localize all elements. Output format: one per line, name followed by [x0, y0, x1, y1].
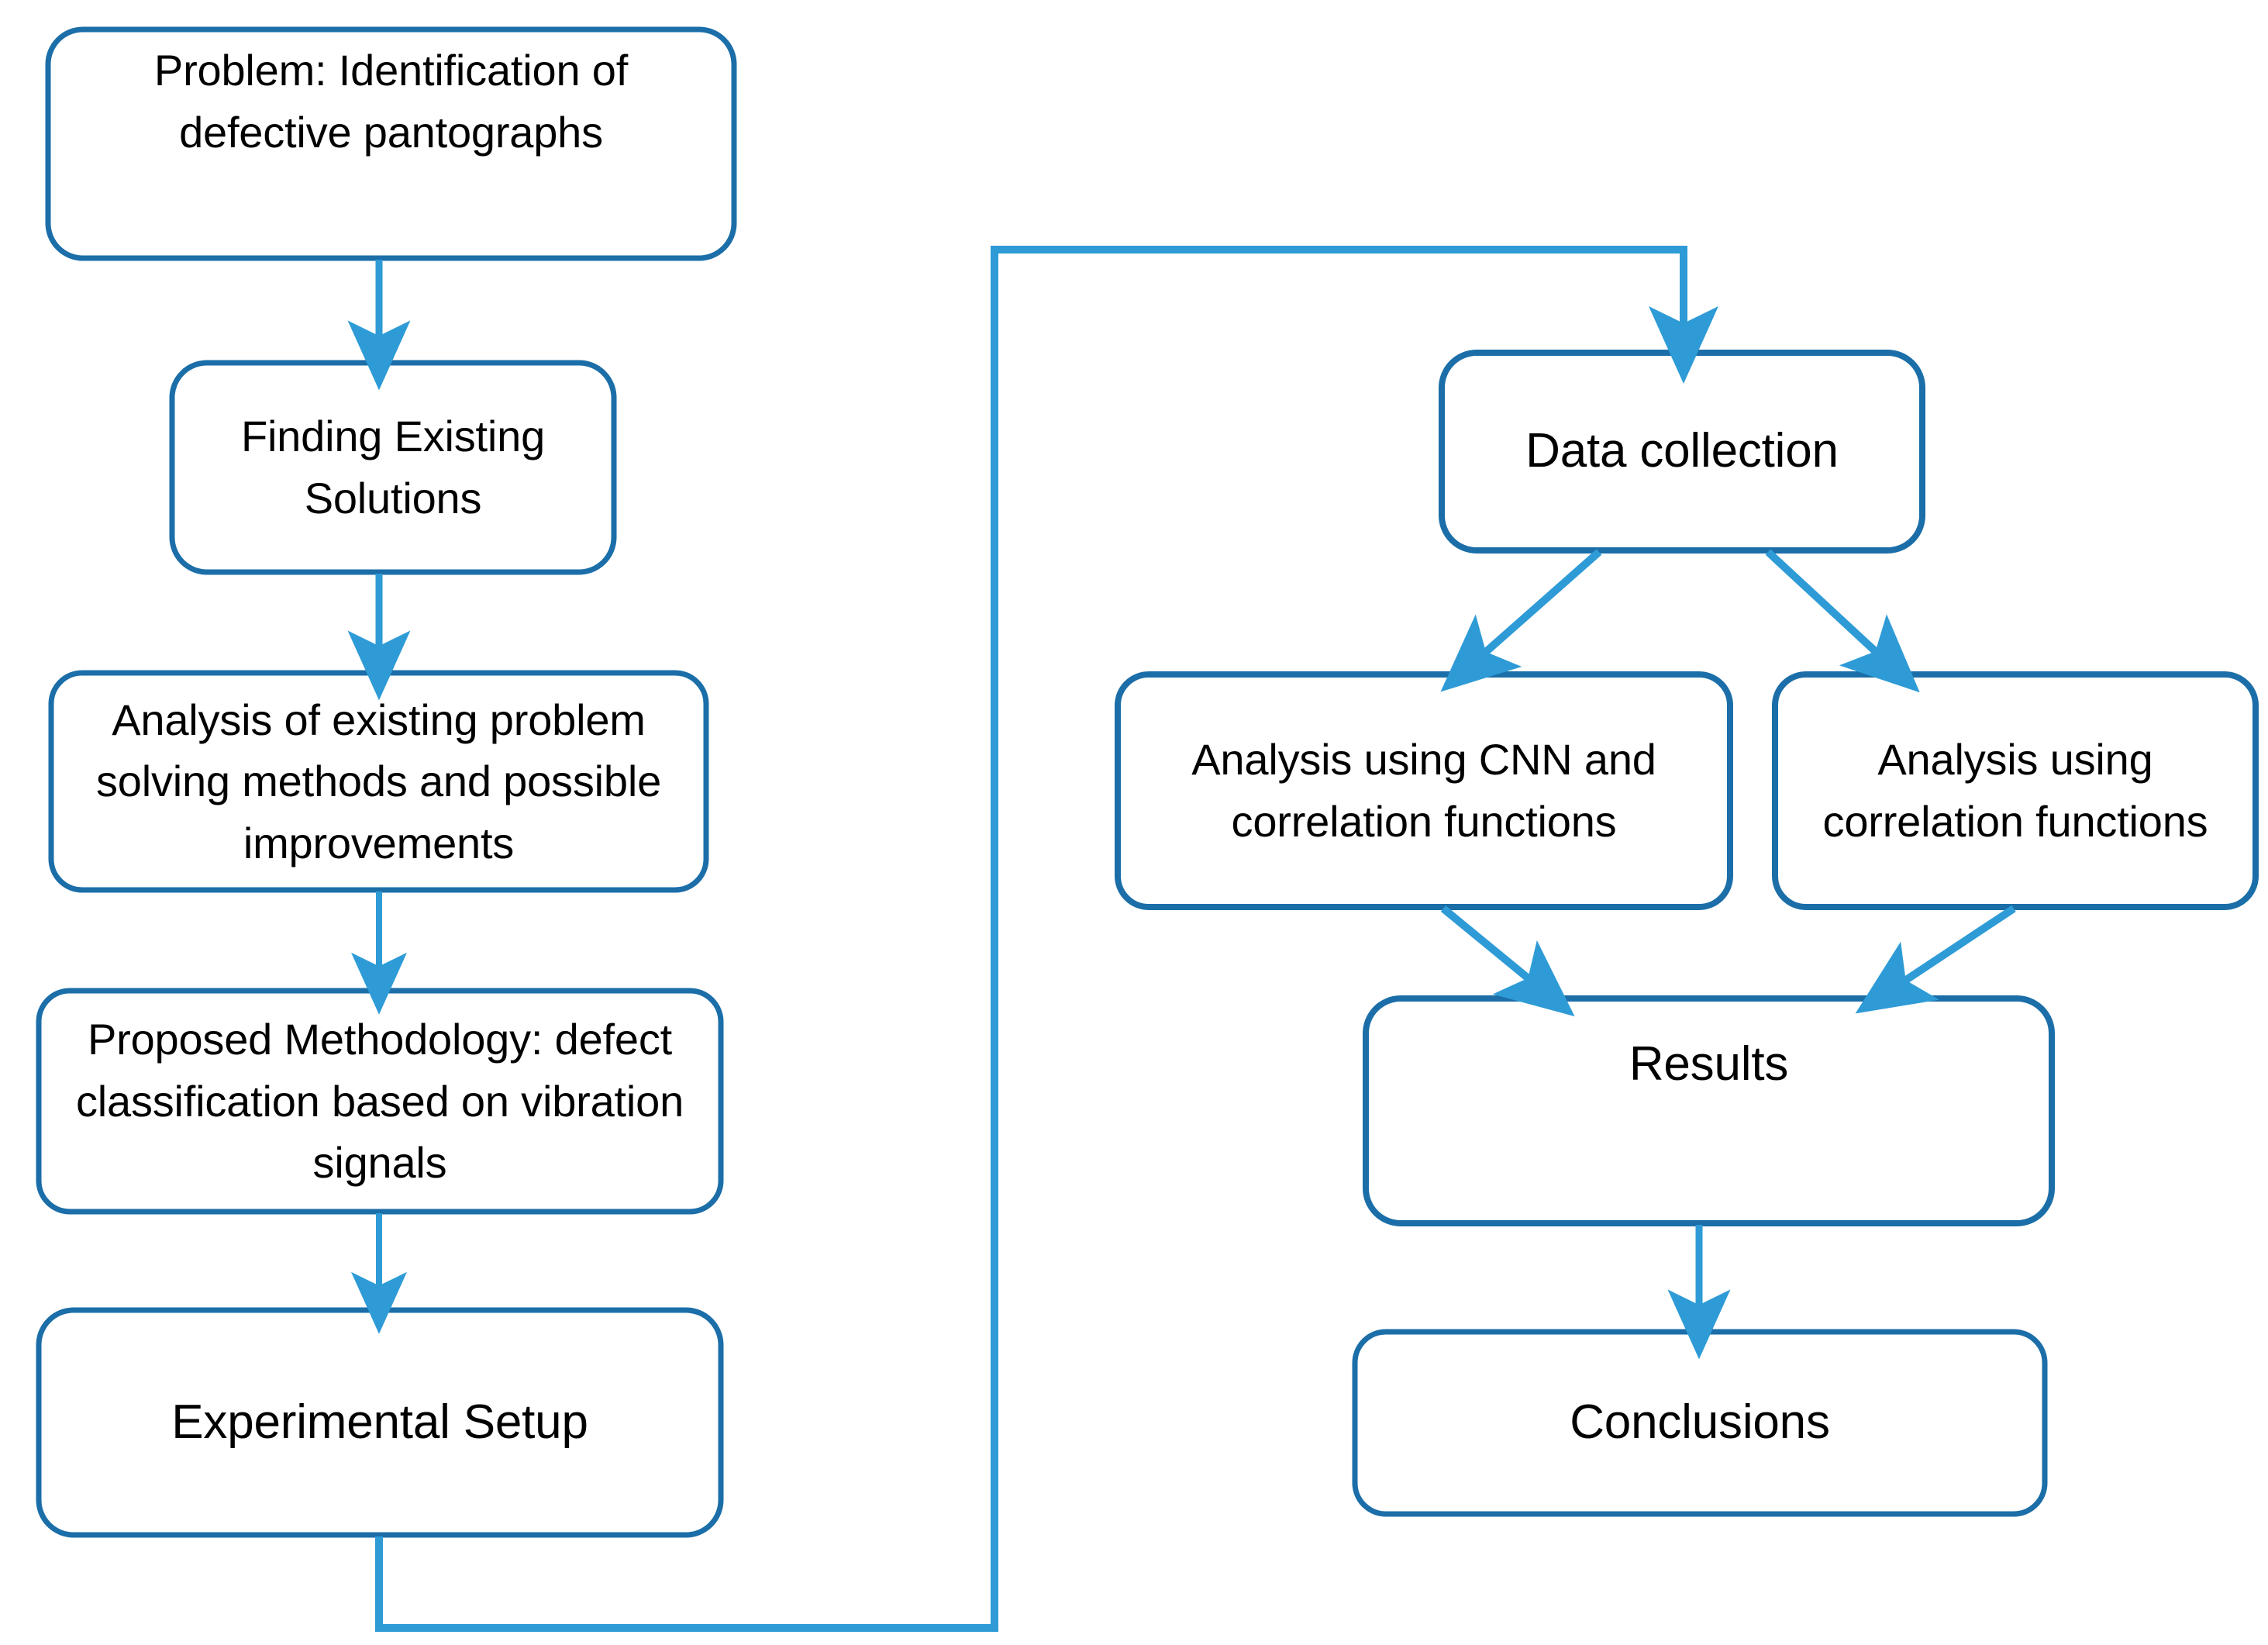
node-box-analysis-existing-methods[interactable]: [48, 670, 709, 893]
node-box-results[interactable]: [1363, 995, 2055, 1226]
node-box-analysis-correlation[interactable]: [1772, 671, 2259, 910]
node-box-conclusions[interactable]: [1352, 1329, 2048, 1517]
node-box-data-collection[interactable]: [1439, 350, 1925, 554]
node-box-finding-existing-solutions[interactable]: [169, 360, 617, 575]
node-box-experimental-setup[interactable]: [36, 1307, 724, 1538]
connector-data-collection-to-correlation: [1765, 549, 1920, 693]
connector-data-collection-to-cnn: [1440, 549, 1602, 692]
connectors: [347, 246, 2016, 1632]
node-box-problem[interactable]: [45, 26, 737, 261]
connector-setup-to-data-collection: [375, 246, 1718, 1632]
node-box-analysis-cnn-correlation[interactable]: [1115, 671, 1733, 910]
node-boxes: [36, 26, 2259, 1538]
connector-correlation-to-results: [1855, 905, 2016, 1014]
connector-cnn-to-results: [1440, 905, 1575, 1017]
node-box-proposed-methodology[interactable]: [36, 988, 724, 1215]
